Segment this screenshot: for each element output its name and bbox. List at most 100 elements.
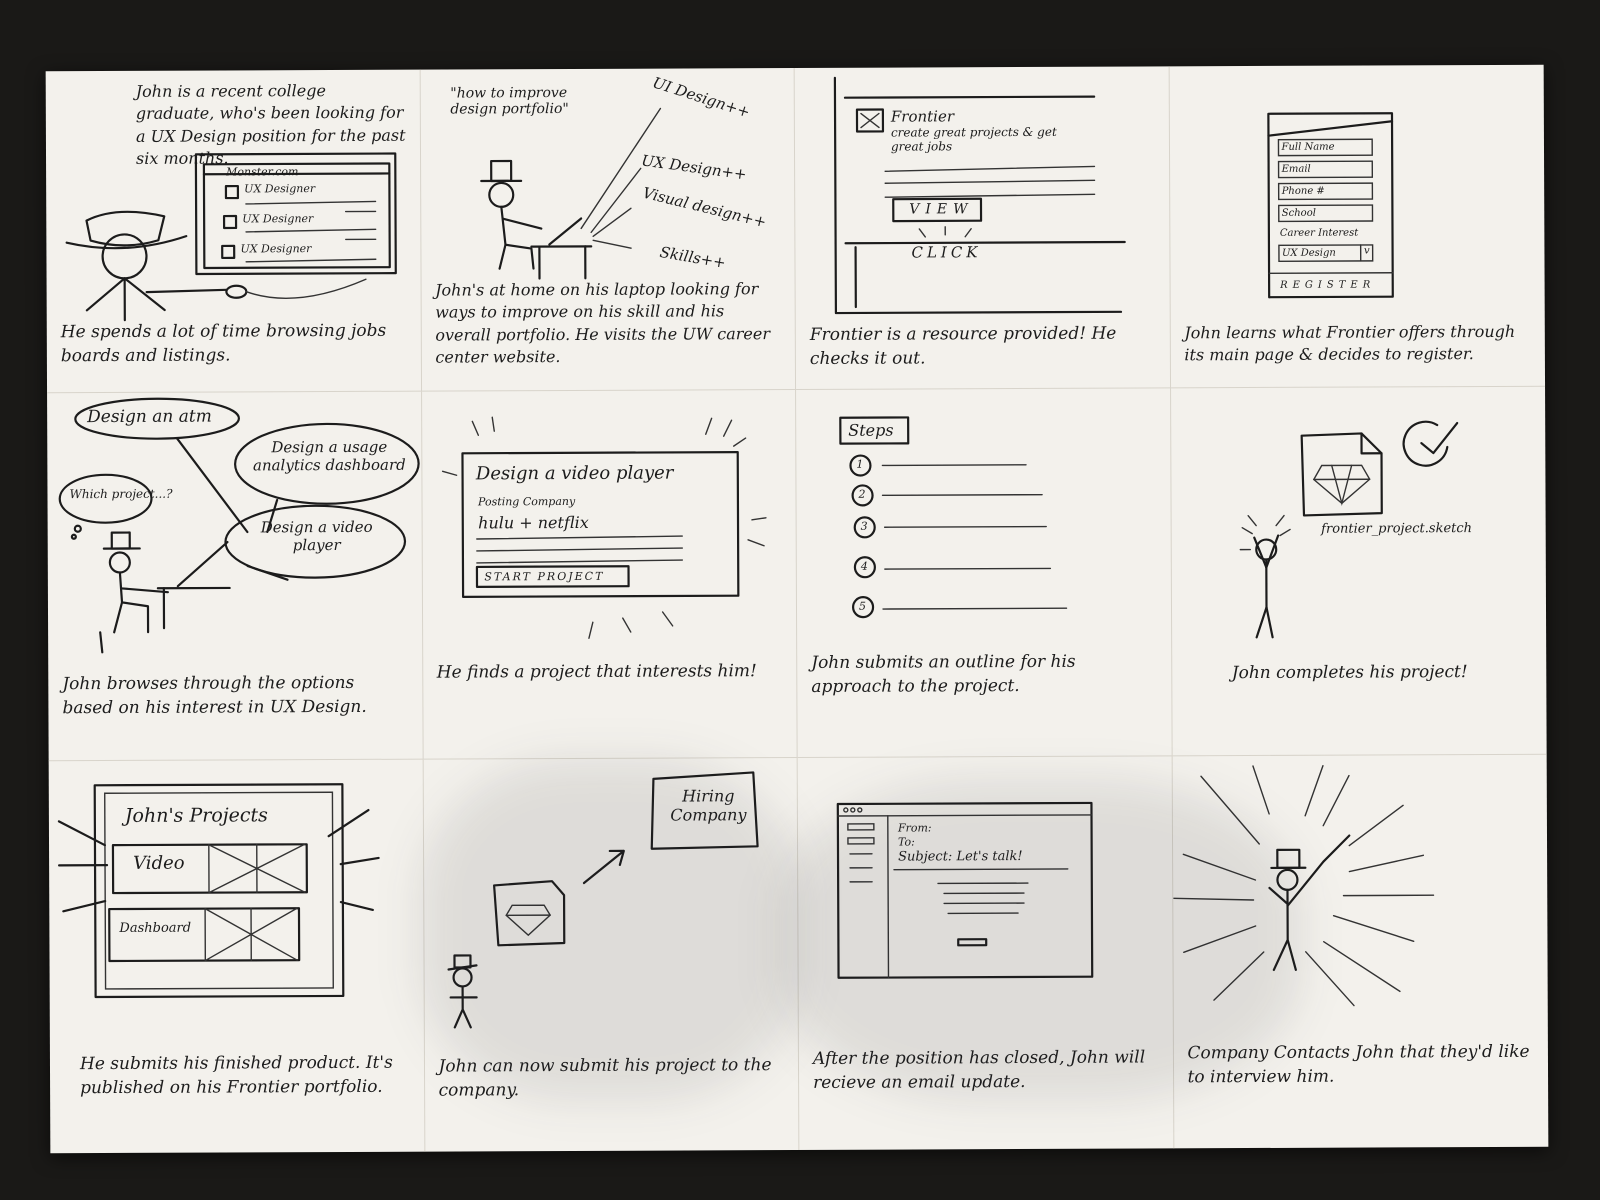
panel-6: Design a video player Posting Company hu… (421, 390, 798, 760)
panel-5-caption: John browses through the options based o… (62, 672, 367, 719)
step-number-2: 2 (858, 487, 866, 501)
chevron-down-icon: v (1363, 245, 1370, 257)
step-number-3: 3 (860, 519, 868, 533)
monitor-sketch (194, 152, 397, 276)
panel-8-caption: John completes his project! (1231, 662, 1468, 684)
john-figure (446, 954, 478, 1029)
browser-url-text: Monster.com (226, 165, 299, 179)
card-title: Design a video player (475, 462, 674, 485)
panel-9-caption: He submits his finished product. It's pu… (79, 1052, 393, 1098)
bubble-atm-text: Design an atm (87, 406, 212, 428)
career-interest-select[interactable]: UX Design (1281, 247, 1336, 259)
panel-6-caption: He finds a project that interests him! (436, 661, 757, 683)
listing-1-text: UX Designer (244, 182, 316, 196)
start-button-outline (475, 565, 630, 588)
form-fields (1267, 138, 1393, 274)
arrow-icon (582, 849, 625, 885)
panel-12-drawing (1172, 765, 1434, 1007)
panel-7-drawing (839, 416, 1068, 619)
portfolio-title: John's Projects (124, 804, 268, 827)
view-button[interactable]: VIEW (909, 201, 974, 218)
panel-1-drawing (65, 152, 397, 322)
checkmark-icon (1402, 420, 1458, 467)
seated-figure (99, 531, 169, 654)
laptop-table (529, 217, 592, 280)
burst-rays (1172, 765, 1434, 1007)
panel-12-caption: Company Contacts John that they'd like t… (1187, 1041, 1530, 1088)
reply-button (957, 938, 988, 947)
panel-10-caption: John can now submit his project to the c… (438, 1055, 772, 1101)
panel-5: Design an atm Design a usage analytics d… (47, 391, 424, 762)
email-subject: Subject: Let's talk! (898, 849, 1023, 865)
frontier-brand: Frontier (890, 107, 955, 126)
window-controls (843, 807, 863, 813)
from-label: From: (897, 821, 932, 835)
attention-arrows (57, 808, 380, 913)
skill-rays (579, 107, 661, 249)
portfolio-frame (93, 783, 345, 999)
mouse-cord (245, 278, 367, 299)
bubble-atm (74, 397, 240, 440)
hiring-company-label: Hiring Company (670, 786, 747, 825)
bubble-dashboard-text: Design a usage analytics dashboard (252, 437, 406, 475)
step-number-5: 5 (858, 599, 867, 613)
career-interest-label: Career Interest (1279, 227, 1359, 239)
field-school[interactable]: School (1281, 207, 1316, 219)
project-dashboard-label[interactable]: Dashboard (119, 920, 192, 936)
storyboard-sheet: John is a recent college graduate, who's… (45, 64, 1549, 1154)
project-dashboard-card (108, 907, 301, 963)
field-email[interactable]: Email (1281, 163, 1311, 175)
storyboard-grid: John is a recent college graduate, who's… (45, 64, 1549, 1154)
panel-8-drawing (1239, 420, 1458, 639)
panel-11-drawing (836, 801, 1094, 979)
panel-2-caption: John's at home on his laptop looking for… (435, 279, 771, 367)
listing-lines (245, 200, 377, 263)
project-video-label[interactable]: Video (133, 852, 185, 874)
bubble-video (224, 504, 407, 579)
panel-4: Full Name Email Phone # School Career In… (1169, 64, 1546, 389)
panel-10-drawing (446, 771, 759, 1029)
panel-8: frontier_project.sketch John completes h… (1170, 386, 1547, 757)
field-phone[interactable]: Phone # (1281, 185, 1325, 197)
card-lines (475, 535, 683, 564)
to-label: To: (897, 835, 915, 849)
celebrating-figure (1252, 534, 1279, 639)
sketch-file-icon (1300, 432, 1383, 517)
celebrating-figure (1267, 834, 1350, 972)
panel-2: "how to improve design portfolio" UI Des… (420, 68, 797, 392)
panel-5-drawing (58, 397, 420, 654)
panel-9: John's Projects Video Dashboard He submi… (48, 759, 425, 1154)
listing-checkboxes (221, 184, 240, 260)
listing-3-text: UX Designer (240, 242, 312, 256)
register-button[interactable]: REGISTER (1280, 279, 1376, 291)
listing-2-text: UX Designer (242, 212, 314, 226)
start-project-button[interactable]: START PROJECT (484, 569, 605, 584)
site-lines (884, 165, 1096, 198)
email-sidebar-divider (887, 815, 890, 979)
panel-7-caption: John submits an outline for his approach… (811, 651, 1076, 697)
register-form-frame (1266, 112, 1394, 299)
steps-title: Steps (848, 420, 894, 440)
seated-figure (479, 159, 542, 270)
panel-4-caption: John learns what Frontier offers through… (1184, 321, 1516, 365)
step-number-1: 1 (856, 457, 864, 471)
panel-1-caption-bottom: He spends a lot of time browsing jobs bo… (60, 320, 387, 367)
excitement-rays (441, 416, 767, 639)
email-body-lines (893, 868, 1069, 915)
click-label: CLICK (911, 243, 982, 262)
panel-7: Steps 1 2 3 4 5 John submits an outline … (796, 388, 1173, 758)
bubble-video-text: Design a video player (260, 517, 373, 555)
click-rays (918, 226, 972, 238)
panel-2-drawing (479, 107, 661, 280)
bubble-dashboard (234, 422, 420, 505)
posting-company-label: Posting Company (478, 494, 576, 509)
diamond-icon (504, 904, 551, 937)
field-full-name[interactable]: Full Name (1281, 141, 1335, 153)
email-window (836, 801, 1094, 979)
frontier-logo-icon (855, 108, 885, 133)
glow-rays (1239, 514, 1291, 551)
step-number-4: 4 (860, 559, 868, 573)
panel-4-drawing (1266, 112, 1394, 299)
hat-figure (65, 210, 228, 322)
thought-text: Which project...? (69, 486, 173, 502)
